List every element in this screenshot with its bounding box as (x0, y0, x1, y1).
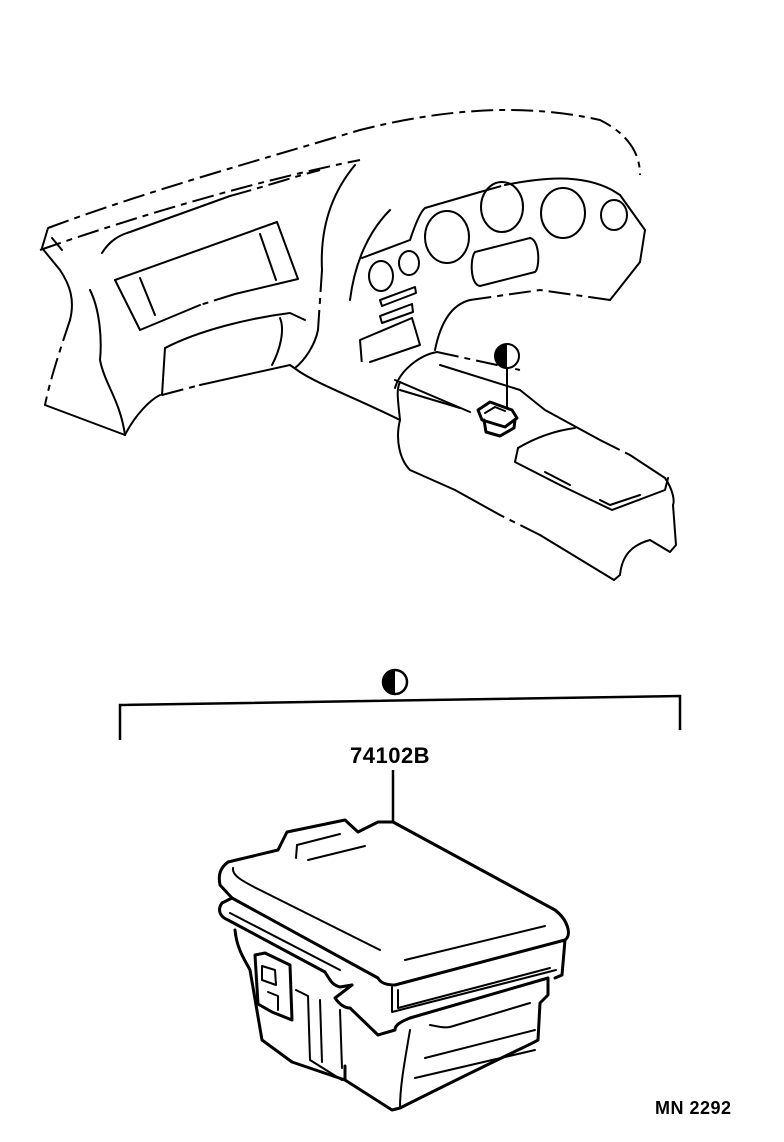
reference-marker-upper (494, 343, 520, 408)
console-box-illustration (217, 818, 570, 1112)
console-switch-location (476, 400, 519, 438)
diagram-code-label: MN 2292 (655, 1098, 732, 1118)
instrument-panel-illustration (39, 108, 677, 581)
part-number-label: 74102B (350, 743, 431, 768)
assembly-bracket (118, 668, 682, 740)
